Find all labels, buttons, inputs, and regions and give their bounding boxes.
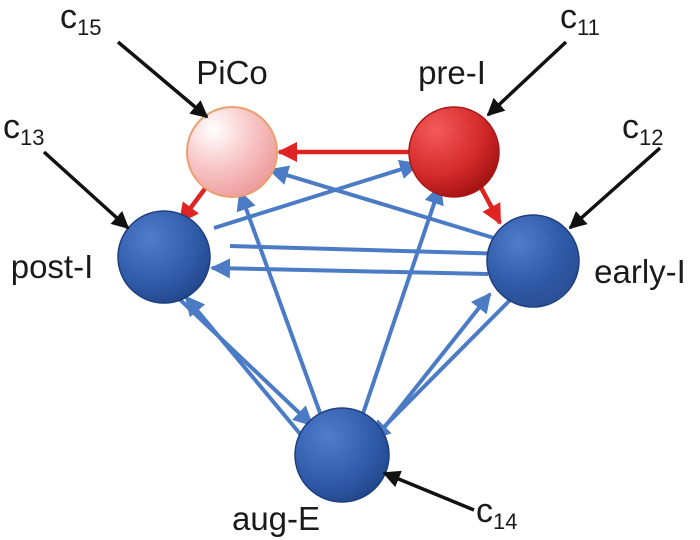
edge-aug-e-to-post-i bbox=[184, 295, 308, 443]
nodes bbox=[117, 106, 580, 503]
input-label-c12: c12 bbox=[622, 108, 663, 150]
edge-post-i-to-early-i bbox=[229, 243, 510, 264]
input-arrow-c12 bbox=[568, 146, 662, 230]
node-aug-e[interactable] bbox=[294, 407, 390, 503]
input-label-c13: c13 bbox=[3, 108, 44, 150]
input-label-c15: c15 bbox=[60, 0, 101, 40]
edge-post-i-to-aug-e bbox=[170, 290, 314, 427]
label-aug-e: aug-E bbox=[232, 500, 320, 537]
input-label-c11: c11 bbox=[560, 0, 600, 40]
input-arrow-c11 bbox=[486, 40, 568, 117]
node-early-i[interactable] bbox=[486, 214, 580, 308]
label-post-i: post-I bbox=[11, 248, 94, 285]
edge-early-i-to-pico bbox=[268, 165, 495, 240]
label-pre-i: pre-I bbox=[418, 54, 486, 91]
edge-pre-i-to-early-i bbox=[476, 180, 502, 225]
node-pico[interactable] bbox=[186, 106, 278, 198]
input-arrow-c14 bbox=[382, 470, 475, 512]
label-pico: PiCo bbox=[196, 54, 268, 91]
edge-aug-e-to-pre-i bbox=[350, 184, 444, 447]
input-arrow-c13 bbox=[42, 150, 130, 230]
input-arrow-c15 bbox=[116, 40, 209, 119]
input-label-c14: c14 bbox=[476, 492, 517, 534]
inhibitory-connections bbox=[170, 159, 520, 447]
edge-early-i-to-post-i bbox=[210, 258, 489, 279]
node-labels: PiCo pre-I post-I early-I aug-E bbox=[11, 54, 686, 537]
input-arrows bbox=[42, 40, 662, 512]
node-pre-i[interactable] bbox=[408, 106, 500, 198]
edge-aug-e-to-early-i bbox=[381, 292, 492, 431]
input-labels: c15 c11 c13 c12 c14 bbox=[3, 0, 663, 534]
edge-aug-e-to-pico bbox=[236, 190, 334, 447]
node-post-i[interactable] bbox=[117, 210, 211, 304]
label-early-i: early-I bbox=[594, 253, 686, 290]
